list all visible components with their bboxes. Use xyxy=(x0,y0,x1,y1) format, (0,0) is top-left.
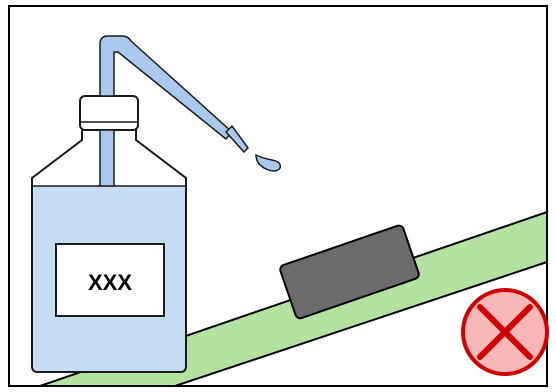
red-x-circle-icon xyxy=(463,290,547,374)
bottle-label-text: XXX xyxy=(88,270,132,295)
